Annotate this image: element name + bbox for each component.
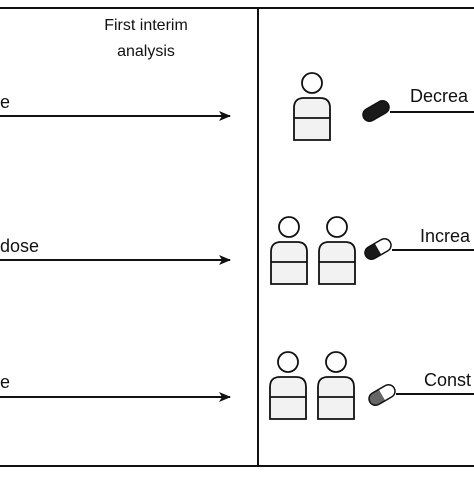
pill-icon	[362, 238, 392, 262]
row-2: dose Increa	[0, 216, 474, 285]
pill-icon	[366, 384, 396, 408]
pill-icon	[362, 100, 390, 122]
header-line-1: First interim	[104, 17, 188, 34]
row-1: e Decrea	[0, 72, 474, 141]
row-3: e Const	[0, 351, 474, 420]
row-1-left-label: e	[0, 92, 10, 112]
person-icon	[318, 216, 356, 285]
person-icon	[270, 216, 308, 285]
row-2-right-label: Increa	[420, 226, 471, 246]
outer-frame	[0, 7, 474, 467]
row-2-left-label: dose	[0, 236, 39, 256]
person-icon	[269, 351, 307, 420]
row-3-left-label: e	[0, 372, 10, 392]
header-line-2: analysis	[117, 43, 175, 60]
row-1-right-label: Decrea	[410, 86, 469, 106]
person-icon	[317, 351, 355, 420]
person-icon	[293, 72, 331, 141]
row-3-right-label: Const	[424, 370, 471, 390]
